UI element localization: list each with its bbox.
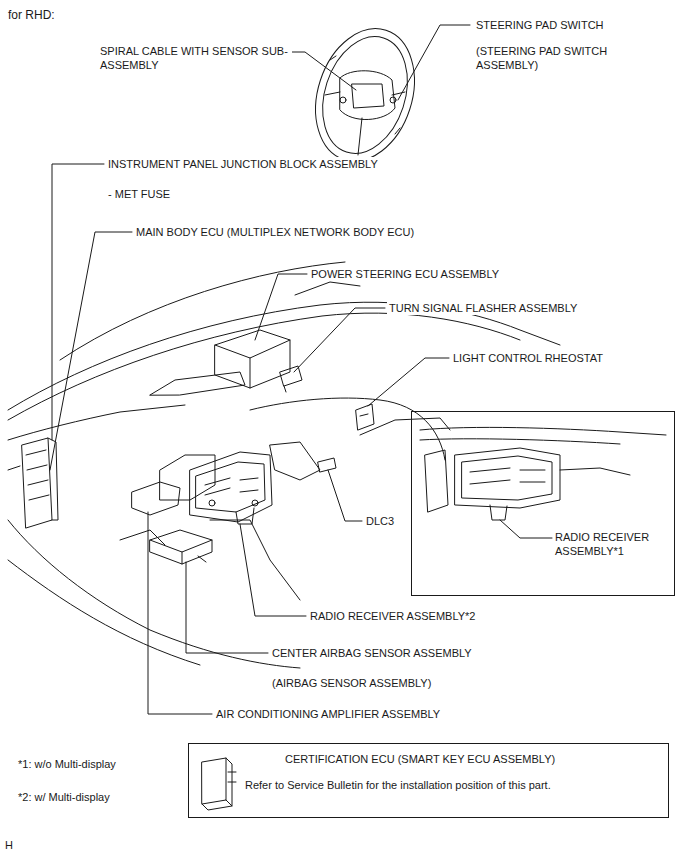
- certification-ecu-icon: [202, 758, 236, 810]
- inset-box: RADIO RECEIVER ASSEMBLY*1: [411, 411, 675, 596]
- part-label: CENTER AIRBAG SENSOR ASSEMBLY: [270, 646, 474, 660]
- box-heading: RADIO RECEIVER ASSEMBLY*1: [553, 530, 669, 558]
- turn-signal-flasher: [280, 366, 302, 392]
- diagram-title: for RHD:: [6, 8, 57, 22]
- inset-illustration: [420, 427, 666, 520]
- junction-block: [22, 438, 58, 528]
- part-label: H: [3, 838, 15, 852]
- leader-lines: [50, 25, 552, 714]
- part-label: *2: w/ Multi-display: [16, 790, 112, 804]
- part-label: POWER STEERING ECU ASSEMBLY: [309, 267, 501, 281]
- part-label: DLC3: [364, 514, 396, 528]
- part-label: (AIRBAG SENSOR ASSEMBLY): [270, 676, 433, 690]
- part-label: - MET FUSE: [106, 187, 172, 201]
- part-label: TURN SIGNAL FLASHER ASSEMBLY: [387, 301, 579, 315]
- power-steering-ecu: [215, 330, 290, 388]
- steering-wheel: [299, 16, 430, 174]
- part-label: STEERING PAD SWITCH: [474, 18, 606, 32]
- part-label: *1: w/o Multi-display: [16, 757, 118, 771]
- part-label: (STEERING PAD SWITCH ASSEMBLY): [474, 44, 648, 72]
- part-label: INSTRUMENT PANEL JUNCTION BLOCK ASSEMBLY: [106, 157, 380, 171]
- box-note: Refer to Service Bulletin for the instal…: [243, 778, 553, 792]
- note-box: CERTIFICATION ECU (SMART KEY ECU ASSEMBL…: [188, 743, 669, 818]
- part-label: MAIN BODY ECU (MULTIPLEX NETWORK BODY EC…: [134, 225, 416, 239]
- radio-receiver: [190, 452, 272, 524]
- dashboard-outline: [8, 262, 560, 668]
- part-label: RADIO RECEIVER ASSEMBLY*2: [308, 609, 477, 623]
- dlc3: [318, 458, 336, 472]
- light-control-rheostat: [356, 404, 374, 430]
- part-label: AIR CONDITIONING AMPLIFIER ASSEMBLY: [214, 707, 442, 721]
- part-label: LIGHT CONTROL RHEOSTAT: [451, 351, 605, 365]
- part-label: SPIRAL CABLE WITH SENSOR SUB-ASSEMBLY: [98, 44, 292, 72]
- box-heading: CERTIFICATION ECU (SMART KEY ECU ASSEMBL…: [283, 752, 557, 766]
- center-airbag-sensor: [150, 530, 212, 564]
- air-conditioning-amplifier: [132, 482, 180, 515]
